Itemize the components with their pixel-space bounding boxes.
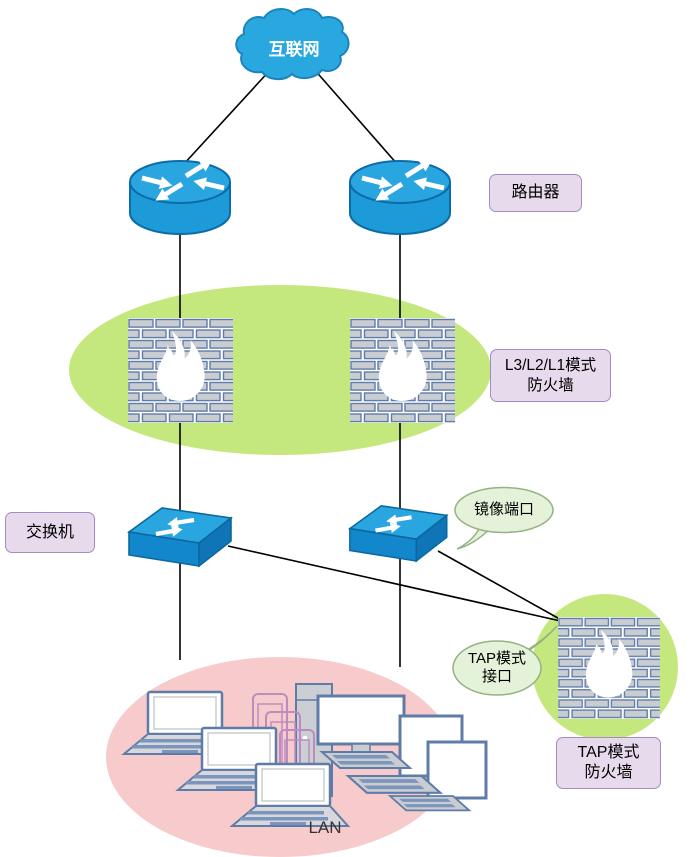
internet-cloud-icon — [235, 8, 350, 80]
connector-cloud-left-router — [182, 67, 273, 166]
tap-firewall-label: TAP模式 防火墙 — [556, 737, 661, 789]
connector-lines — [179, 67, 566, 667]
tap-firewall-label-line2: 防火墙 — [584, 764, 633, 781]
router-icon-right — [350, 154, 450, 234]
tap-interface-bubble-shape — [452, 625, 558, 696]
internet-cloud-label: 互联网 — [268, 40, 320, 59]
router-icon-left — [130, 154, 230, 234]
lan-computers-group — [122, 683, 488, 828]
l3-firewall-label-line1: L3/L2/L1模式 — [504, 357, 597, 375]
tap-interface-bubble-label: TAP模式 接口 — [455, 648, 539, 688]
tap-firewall-icon — [558, 617, 660, 719]
tap-firewall-label-line1: TAP模式 — [577, 744, 640, 761]
switch-icon-left — [129, 508, 231, 566]
desktop-icon-3 — [426, 740, 488, 800]
connector-cloud-right-router — [312, 67, 399, 166]
switch-label: 交换机 — [5, 512, 95, 553]
tap-interface-bubble-line1: TAP模式 — [467, 650, 527, 667]
l3-firewall-label: L3/L2/L1模式 防火墙 — [490, 349, 611, 402]
router-label: 路由器 — [489, 174, 582, 212]
firewall-icon-left — [128, 318, 233, 423]
tap-interface-bubble-line2: 接口 — [481, 668, 512, 685]
connector-left-switch-tap — [227, 545, 566, 623]
mirror-port-bubble-shape — [454, 486, 554, 550]
switch-icon-right — [350, 506, 447, 561]
connector-right-switch-tap — [437, 550, 566, 623]
mirror-port-bubble-label: 镜像端口 — [473, 501, 534, 518]
l3-firewall-label-line2: 防火墙 — [527, 376, 574, 394]
lan-label: LAN — [308, 818, 342, 837]
desktop-icon-1 — [316, 694, 406, 757]
firewall-icon-right — [350, 318, 455, 423]
